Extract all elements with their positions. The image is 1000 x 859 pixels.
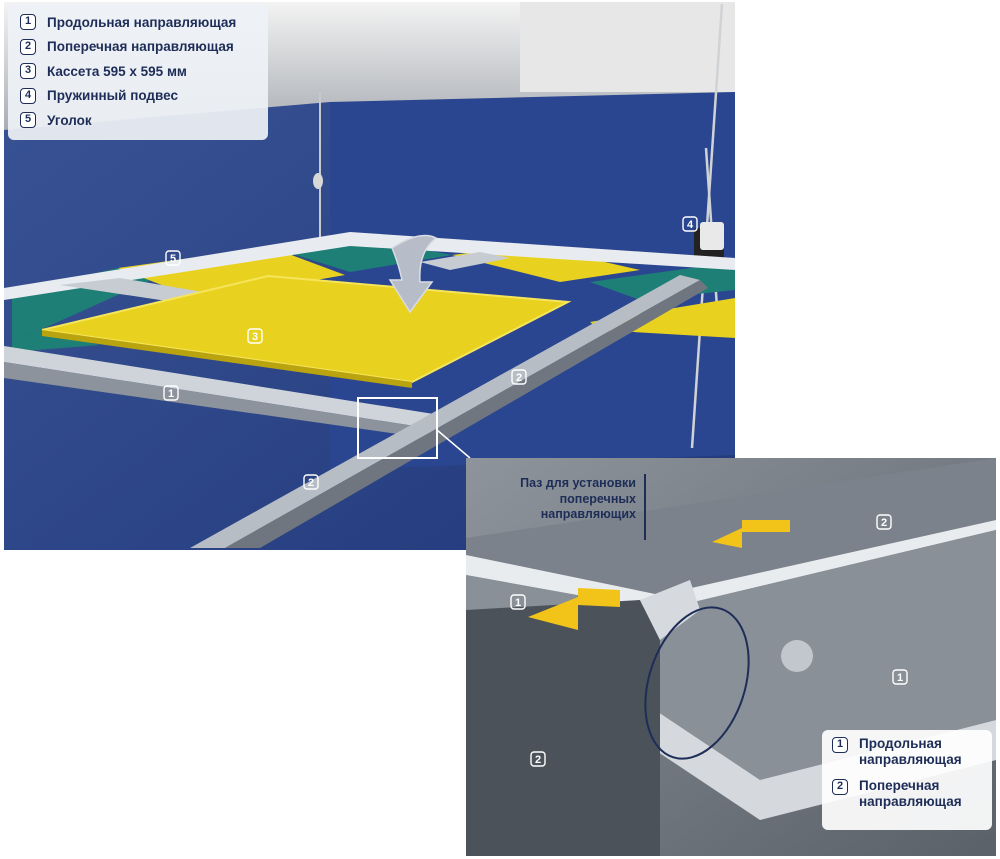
legend-item: 5 Уголок [20,108,258,133]
legend-item: 1 Продольная направляющая [20,10,258,35]
detail-legend-badge: 2 [832,779,848,795]
main-runner-rail [4,346,440,430]
cassette-panel-edge [42,330,412,388]
detail-frame-main-right [892,669,908,685]
legend-badge: 3 [20,63,36,80]
legend-label: Кассета 595 x 595 мм [47,63,187,79]
label-hanger: 4 [687,219,694,231]
detail-cross-runner-front [466,600,660,856]
detail-labels: 2 1 1 2 [515,517,903,766]
detail-runner-hole [781,640,813,672]
detail-frame-cross-bottom [530,751,546,767]
badge-frame-cassette [247,328,263,344]
detail-legend-label: Продольная направляющая [859,736,962,767]
slot-caption: Паз для установки поперечных направляющи… [520,476,636,521]
legend-panel: 1 Продольная направляющая 2 Поперечная н… [8,4,268,140]
detail-legend-badge: 1 [832,737,848,753]
label-main-runner: 1 [168,388,174,400]
detail-slot-plate [640,580,700,640]
detail-frame-cross-top [876,514,892,530]
main-scene [4,2,735,550]
detail-legend-panel: 1 Продольная направляющая 2 Поперечная н… [822,730,992,830]
main-label-frames [163,216,698,490]
spring-hanger-body [700,222,724,250]
legend-item: 4 Пружинный подвес [20,84,258,109]
detail-label-main-right: 1 [897,672,903,684]
cassette-panel [41,274,572,384]
legend-label: Поперечная направляющая [47,39,234,55]
legend-label: Уголок [47,112,92,128]
legend-item: 2 Поперечная направляющая [20,35,258,60]
legend-badge: 4 [20,87,36,104]
badge-frame-cross-runner-right [511,369,527,385]
badge-frame-cross-runner-front [303,474,319,490]
badge-frame-main-runner [163,385,179,401]
install-arrow-icon [388,234,438,314]
slot-highlight-ring [644,606,750,760]
detail-top-flange [466,520,996,610]
detail-cross-runner-top [466,458,996,595]
detail-label-frames [510,514,908,767]
label-cross-runner-right: 2 [516,372,522,384]
main-runner-shadow [4,362,440,440]
wall-angle-back [4,232,735,300]
legend-label: Продольная направляющая [47,14,237,30]
legend-badge: 5 [20,112,36,129]
zoom-leader [436,429,471,459]
cross-runner-back [420,252,510,270]
detail-legend-label: Поперечная направляющая [859,778,962,809]
ceiling-panel-teal-corner [12,330,100,352]
detail-label-cross-top: 2 [881,517,887,529]
legend-badge: 1 [20,14,36,31]
cross-runner-shadow [225,280,708,548]
legend-item: 3 Кассета 595 x 595 мм [20,59,258,84]
badge-frame-hanger [682,216,698,232]
arrow-cross-runner-icon [712,520,790,548]
badge-frame-corner [165,250,181,266]
hanger-spring-left [313,173,323,189]
detail-label-main-left: 1 [515,597,521,609]
arrow-main-runner-icon [528,588,620,630]
ceiling-panel-yellow-back [118,247,345,300]
label-cassette: 3 [252,331,258,343]
detail-legend-item: 2 Поперечная направляющая [832,778,982,810]
detail-legend-item: 1 Продольная направляющая [832,736,982,768]
zoom-frame [357,397,438,459]
detail-frame-main-left [510,594,526,610]
ceiling-light [520,2,735,92]
detail-label-cross-bottom: 2 [535,754,541,766]
legend-badge: 2 [20,38,36,55]
legend-label: Пружинный подвес [47,88,178,104]
label-corner: 5 [170,253,176,265]
label-cross-runner-front: 2 [308,477,314,489]
back-wall [330,92,735,470]
detail-main-runner [466,530,996,780]
main-labels: 5 3 4 1 2 2 [168,219,694,489]
